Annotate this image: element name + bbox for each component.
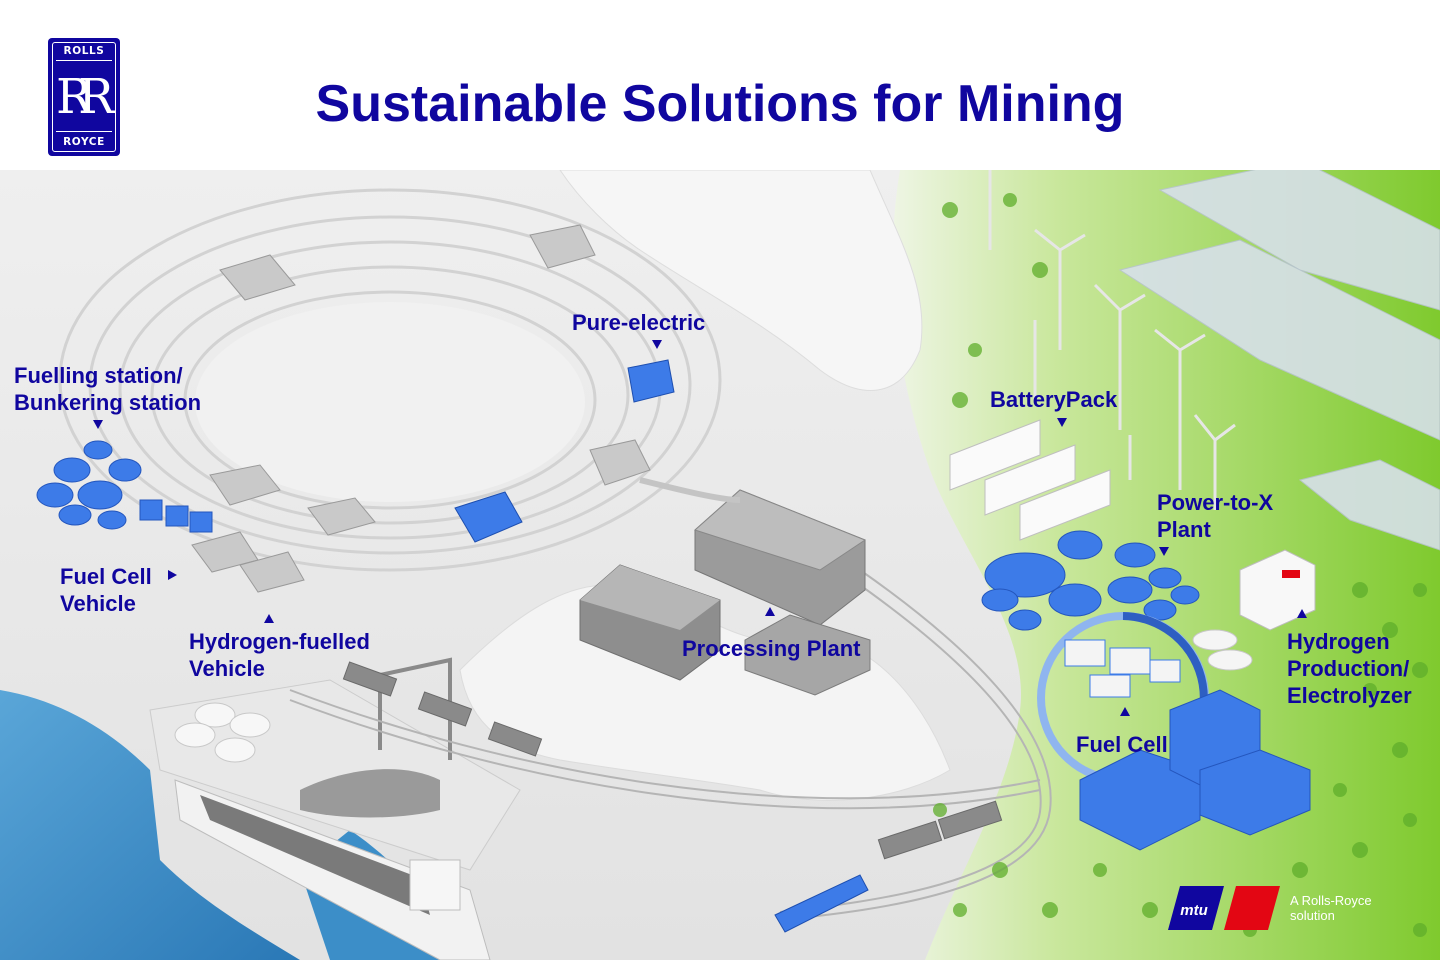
arrow-fuel-cell [1120, 707, 1130, 716]
logo-bottom-word: ROYCE [63, 136, 105, 148]
electrolyzer-unit [1239, 549, 1316, 631]
label-fuelling-station: Fuelling station/ Bunkering station [14, 362, 201, 416]
wind-turbines [988, 170, 1236, 510]
forest [933, 193, 1428, 937]
mtu-caption-line2: solution [1290, 908, 1335, 923]
header: ROLLS RR ROYCE Sustainable Solutions for… [0, 0, 1440, 170]
fuelling-station-tanks [36, 440, 213, 533]
conveyor [639, 477, 741, 503]
pure-electric-truck [627, 359, 675, 403]
label-battery-pack: BatteryPack [990, 387, 1118, 412]
sea [0, 690, 300, 960]
mtu-logo: mtu [1168, 886, 1280, 930]
arrow-fuelling-station [93, 420, 103, 429]
label-pure-electric: Pure-electric [572, 310, 706, 335]
arrow-fuel-cell-vehicle [168, 570, 177, 580]
logo-top-word: ROLLS [63, 45, 105, 57]
logo-frame [52, 42, 116, 152]
cargo-ship [174, 779, 491, 960]
mountain [559, 170, 923, 391]
fuel-cell-modules [1064, 639, 1181, 698]
bulk-pile [300, 769, 440, 818]
page-title: Sustainable Solutions for Mining [315, 75, 1125, 133]
mtu-logo-text: mtu [1180, 902, 1208, 919]
label-hydrogen-production-line1: Hydrogen [1287, 629, 1390, 654]
electric-haul-truck [454, 491, 523, 543]
haul-trucks [191, 224, 651, 593]
freight-train [342, 661, 1003, 860]
label-hydrogen-vehicle-line2: Vehicle [189, 656, 265, 681]
arrow-processing-plant [765, 607, 775, 616]
label-hydrogen-vehicle-line1: Hydrogen-fuelled [189, 629, 370, 654]
logo-monogram: RR [56, 60, 114, 132]
label-fuel-cell: Fuel Cell [1076, 732, 1168, 757]
arrow-hydrogen-vehicle [264, 614, 274, 623]
label-hydrogen-production-line3: Electrolyzer [1287, 683, 1412, 708]
solar-panels [1118, 170, 1440, 551]
hydrogen-storage-cylinders [1192, 629, 1253, 671]
label-fuel-cell-vehicle: Fuel Cell Vehicle [60, 563, 152, 617]
arrow-pure-electric [652, 340, 662, 349]
label-hydrogen-vehicle: Hydrogen-fuelled Vehicle [189, 628, 370, 682]
label-hydrogen-production-line2: Production/ [1287, 656, 1410, 681]
power-to-x-tanks [981, 530, 1200, 631]
blue-factory-cluster [1079, 689, 1311, 851]
processing-plant-buildings [579, 489, 871, 696]
rail-track [289, 569, 1052, 921]
electric-locomotive [774, 874, 869, 933]
label-hydrogen-production: Hydrogen Production/ Electrolyzer [1287, 628, 1412, 709]
battery-containers [949, 419, 1111, 541]
label-processing-plant: Processing Plant [682, 636, 861, 661]
rolls-royce-logo: ROLLS RR ROYCE [48, 38, 120, 156]
pit-floor [195, 302, 585, 502]
arrow-battery-pack [1057, 418, 1067, 427]
label-fuelling-station-line1: Fuelling station/ [14, 363, 183, 388]
label-power-to-x-line2: Plant [1157, 517, 1211, 542]
port-tanks [174, 702, 271, 763]
label-power-to-x-line1: Power-to-X [1157, 490, 1274, 515]
mtu-caption-line1: A Rolls-Royce [1290, 893, 1372, 908]
mining-site-illustration [0, 170, 1440, 960]
mtu-caption: A Rolls-Royce solution [1290, 893, 1372, 923]
label-fuelling-station-line2: Bunkering station [14, 390, 202, 415]
arrow-power-to-x [1159, 547, 1169, 556]
label-fuel-cell-vehicle-line1: Fuel Cell [60, 564, 152, 589]
label-fuel-cell-vehicle-line2: Vehicle [60, 591, 136, 616]
label-power-to-x: Power-to-X Plant [1157, 489, 1273, 543]
open-pit [58, 188, 722, 572]
arrow-hydrogen-production [1297, 609, 1307, 618]
